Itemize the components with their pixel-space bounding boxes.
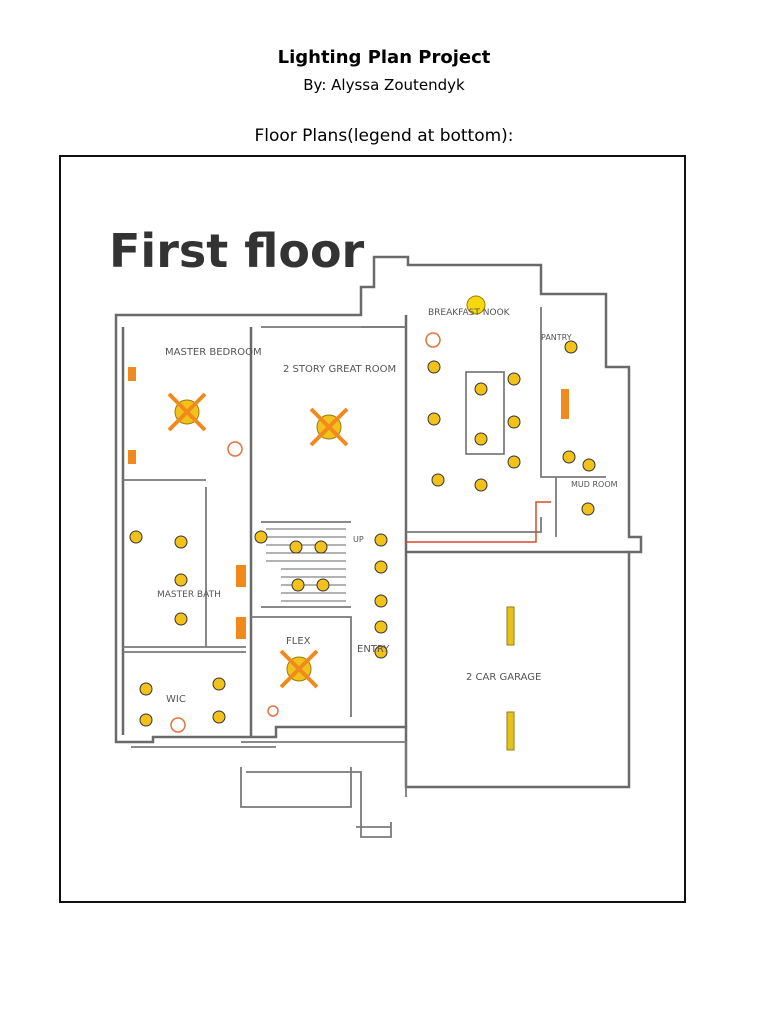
recessed-light-icon	[212, 677, 226, 691]
recessed-light-icon	[507, 455, 521, 469]
stairs	[266, 528, 346, 602]
pantry-strip-light	[561, 389, 569, 419]
smoke-detector-icon	[425, 332, 441, 348]
room-label-great-room: 2 STORY GREAT ROOM	[283, 364, 396, 375]
room-label-entry: ENTRY	[357, 644, 390, 655]
room-label-master-bath: MASTER BATH	[157, 590, 221, 600]
figure-caption: Floor Plans(legend at bottom):	[254, 126, 514, 146]
recessed-light-icon	[431, 473, 445, 487]
interior-walls	[123, 307, 606, 838]
ceiling-fan-icon	[167, 392, 207, 432]
recessed-light-icon	[212, 710, 226, 724]
document-author: By: Alyssa Zoutendyk	[303, 76, 465, 94]
recessed-light-icon	[289, 540, 303, 554]
recessed-light-icon	[316, 578, 330, 592]
ceiling-fan-icon	[309, 407, 349, 447]
recessed-light-icon	[507, 415, 521, 429]
smoke-detector-icon	[267, 705, 279, 717]
recessed-light-icon	[581, 502, 595, 516]
recessed-light-icon	[474, 382, 488, 396]
pendant-light-icon	[466, 295, 486, 315]
recessed-light-icon	[174, 573, 188, 587]
room-label-mud-room: MUD ROOM	[571, 480, 618, 489]
vanity-light	[236, 565, 246, 587]
recessed-light-icon	[139, 682, 153, 696]
stairs-up-label: UP	[353, 535, 364, 544]
recessed-light-icon	[374, 533, 388, 547]
floor-heading: First floor	[109, 224, 365, 278]
wiring-line	[406, 501, 551, 543]
room-label-flex: FLEX	[286, 636, 311, 647]
recessed-light-icon	[507, 372, 521, 386]
garage-strip-light	[506, 711, 515, 751]
recessed-light-icon	[374, 620, 388, 634]
room-label-pantry: PANTRY	[541, 333, 572, 342]
smoke-detector-icon	[170, 717, 186, 733]
recessed-light-icon	[562, 450, 576, 464]
floor-plan-drawing: First floor	[109, 224, 643, 838]
recessed-light-icon	[564, 340, 578, 354]
recessed-light-icon	[254, 530, 268, 544]
recessed-light-icon	[374, 560, 388, 574]
wall-sconce	[128, 450, 136, 464]
recessed-light-icon	[174, 535, 188, 549]
floor-plan-frame: First floor	[59, 155, 686, 903]
recessed-light-icon	[174, 612, 188, 626]
recessed-light-icon	[291, 578, 305, 592]
recessed-light-icon	[474, 478, 488, 492]
room-labels: MASTER BEDROOM 2 STORY GREAT ROOM BREAKF…	[157, 308, 618, 705]
kitchen-island	[465, 371, 505, 455]
recessed-light-icon	[582, 458, 596, 472]
recessed-light-icon	[427, 360, 441, 374]
vanity-light	[236, 617, 246, 639]
recessed-light-icon	[374, 594, 388, 608]
room-label-master-bedroom: MASTER BEDROOM	[165, 347, 262, 358]
recessed-light-icon	[427, 412, 441, 426]
smoke-detectors	[170, 332, 441, 733]
room-label-wic: WIC	[166, 694, 186, 705]
garage-strip-light	[506, 606, 515, 646]
recessed-light-icon	[474, 432, 488, 446]
recessed-light-icon	[139, 713, 153, 727]
document-title: Lighting Plan Project	[277, 47, 491, 68]
room-label-breakfast-nook: BREAKFAST NOOK	[428, 308, 511, 318]
exterior-walls	[114, 255, 643, 789]
ceiling-fan-icon	[279, 649, 319, 689]
wall-sconce	[128, 367, 136, 381]
smoke-detector-icon	[227, 441, 243, 457]
recessed-light-icon	[129, 530, 143, 544]
recessed-light-icon	[314, 540, 328, 554]
room-label-garage: 2 CAR GARAGE	[466, 672, 541, 683]
recessed-light-icon	[374, 645, 388, 659]
recessed-lights	[129, 340, 596, 727]
